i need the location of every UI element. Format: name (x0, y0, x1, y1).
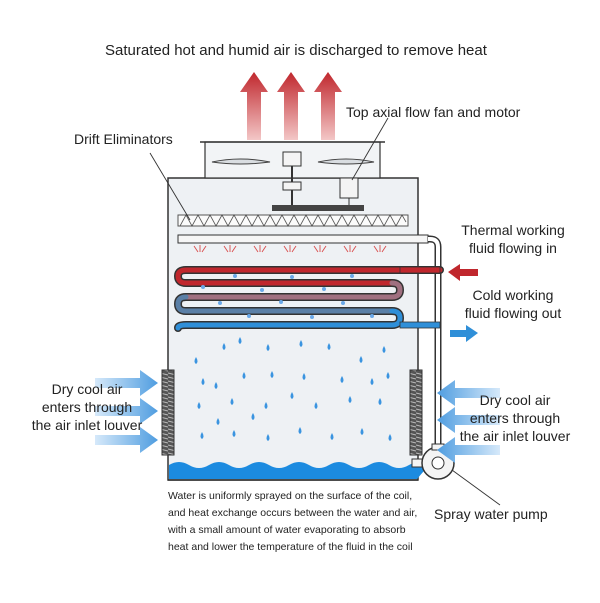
left-air-label: Dry cool air enters through the air inle… (12, 380, 162, 434)
right-air-inlet-arrows (437, 380, 500, 463)
right-air-line-1: Dry cool air (479, 392, 551, 408)
coil-outlet-pipe (399, 321, 441, 329)
drift-eliminator-hatch (179, 214, 407, 227)
left-air-line-1: Dry cool air (51, 381, 123, 397)
left-air-inlet-arrows (95, 370, 158, 453)
cold-fluid-out-line-1: Cold working (472, 287, 554, 303)
right-air-line-2: enters through (469, 410, 561, 426)
coil-droplets (201, 274, 374, 319)
thermal-fluid-in-label: Thermal working fluid flowing in (438, 221, 588, 257)
drift-leader-line (149, 152, 191, 221)
fan-blade-right (317, 158, 375, 165)
coil-warm-cool (175, 294, 395, 314)
thermal-fluid-in-line-2: fluid flowing in (469, 240, 557, 256)
spray-nozzles (193, 245, 387, 253)
thermal-fluid-in-line-1: Thermal working (461, 222, 565, 238)
cold-fluid-out-line-2: fluid flowing out (464, 305, 562, 321)
basin-water (169, 462, 429, 479)
fan-motor-label: Top axial flow fan and motor (346, 104, 521, 120)
hot-air-arrows (240, 72, 342, 140)
left-air-line-2: enters through (41, 399, 133, 415)
pump-leader-line (451, 469, 501, 506)
drift-eliminators (177, 214, 409, 227)
coil-inlet-pipe (399, 266, 441, 274)
left-air-line-3: the air inlet louver (31, 417, 143, 433)
falling-water-droplets (194, 337, 392, 441)
discharge-label: Saturated hot and humid air is discharge… (105, 42, 487, 59)
right-air-label: Dry cool air enters through the air inle… (440, 391, 590, 445)
drift-eliminators-label: Drift Eliminators (74, 131, 173, 147)
spray-header (177, 234, 429, 244)
left-air-inlet-louver (161, 369, 175, 456)
coil-hot (175, 267, 443, 286)
coil-cold (175, 308, 403, 331)
right-air-line-3: the air inlet louver (459, 428, 571, 444)
fan-blade-left (211, 158, 271, 165)
process-description: Water is uniformly sprayed on the surfac… (168, 490, 418, 553)
fan-leader-line (351, 117, 389, 181)
coil-bundle (173, 266, 444, 332)
cold-fluid-out-arrow (450, 325, 478, 342)
thermal-fluid-in-arrow (448, 264, 478, 281)
fan-motor-icon (272, 151, 364, 211)
coil-mid (183, 280, 403, 300)
right-air-inlet-louver (409, 369, 423, 456)
spray-pump-label: Spray water pump (434, 506, 548, 522)
spray-water-pump-icon (411, 443, 455, 480)
cold-fluid-out-label: Cold working fluid flowing out (438, 286, 588, 322)
